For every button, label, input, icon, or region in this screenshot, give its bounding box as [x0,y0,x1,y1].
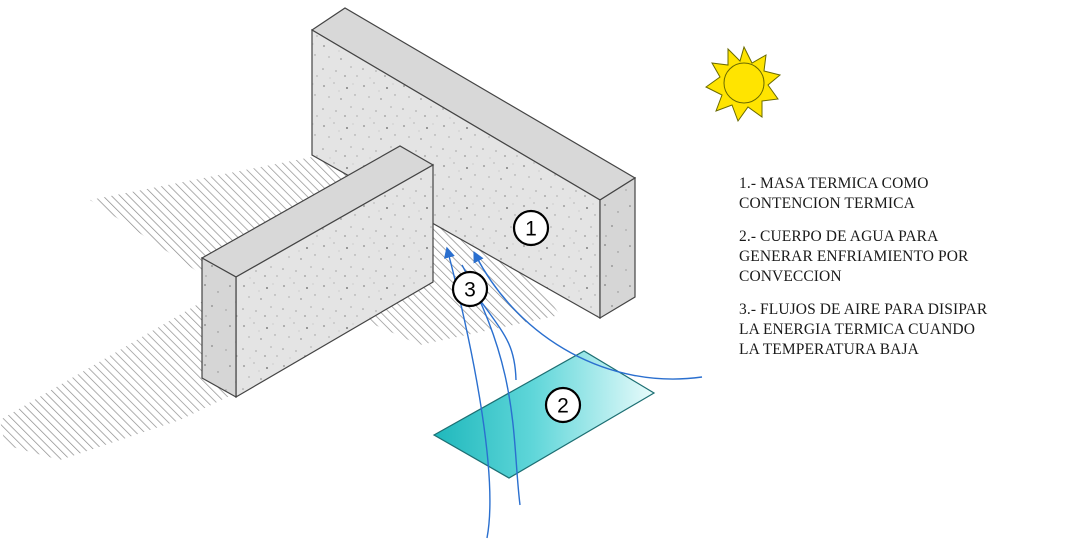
svg-text:3: 3 [464,279,476,302]
small-wall [200,145,435,399]
legend-item-3: 3.- FLUJOS DE AIRE PARA DISIPAR LA ENERG… [739,301,988,358]
shadow-small-wall [0,300,238,460]
svg-text:2: 2 [557,395,569,418]
airflow-line [473,251,703,380]
large-wall [310,7,637,320]
legend-item-1: 1.- MASA TERMICA COMO CONTENCION TERMICA [739,175,929,212]
small-wall-end [201,256,237,399]
airflow-line [479,299,517,381]
legend: 1.- MASA TERMICA COMO CONTENCION TERMICA… [739,174,1059,373]
sun-icon [705,45,782,123]
marker-2: 2 [544,386,582,424]
svg-text:1: 1 [525,218,537,241]
water-body [432,350,656,479]
marker-1: 1 [512,209,550,247]
marker-3: 3 [451,270,489,308]
large-wall-end [599,176,636,320]
legend-item-2: 2.- CUERPO DE AGUA PARA GENERAR ENFRIAMI… [739,228,969,285]
